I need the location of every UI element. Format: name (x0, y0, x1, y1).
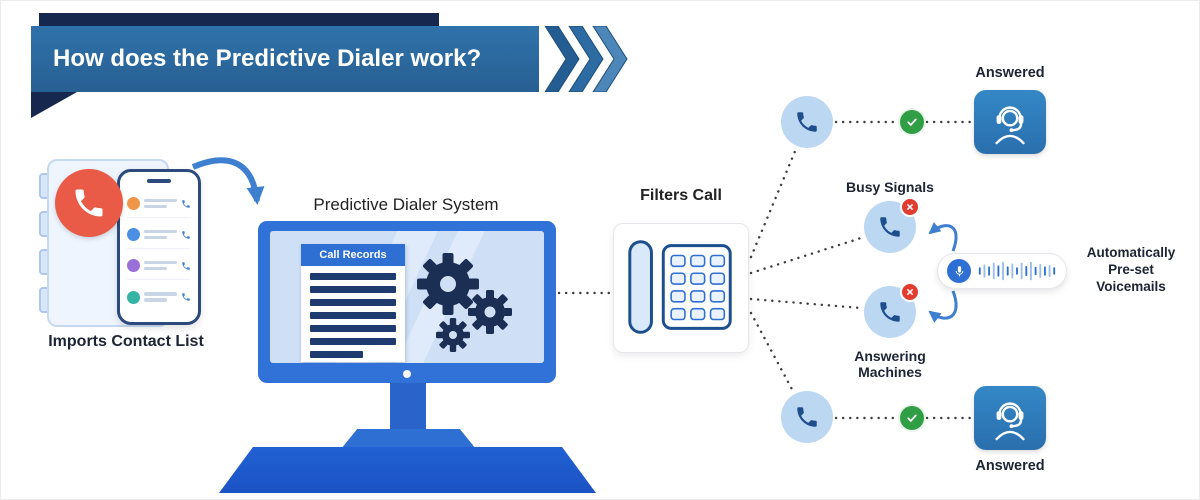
agent-box-top (974, 90, 1046, 154)
desk-phone-icon (628, 240, 732, 334)
predictive-dialer-system-label: Predictive Dialer System (313, 195, 499, 214)
smartphone-icon (117, 169, 201, 325)
contact-lines (144, 196, 177, 211)
phone-icon (182, 230, 190, 239)
monitor-screen: Call Records (270, 231, 544, 363)
phone-speaker (147, 179, 171, 183)
call-records-title: Call Records (301, 244, 405, 266)
gear-icon (468, 290, 512, 334)
phone-icon (182, 261, 190, 270)
avatar (127, 290, 140, 304)
contact-row (127, 190, 191, 218)
answering-machines-label: Answering Machines (854, 348, 926, 380)
answered-label-bottom: Answered (975, 458, 1045, 474)
monitor: Call Records (258, 221, 556, 383)
avatar (127, 197, 140, 210)
desk-platform (219, 447, 596, 493)
answered-label-top: Answered (975, 65, 1045, 81)
phone-node-answered-top (781, 96, 833, 148)
contact-lines (144, 258, 177, 273)
avatar (127, 228, 140, 241)
success-check-bottom (900, 406, 924, 430)
phone-icon (182, 293, 190, 301)
voicemail-label-line2: Pre-set (1108, 262, 1154, 277)
voicemail-label-line3: Voicemails (1096, 279, 1166, 294)
mic-badge (947, 259, 971, 283)
monitor-base (341, 429, 476, 449)
imports-contact-list-label: Imports Contact List (48, 333, 204, 350)
mic-icon (955, 265, 963, 276)
phone-icon (880, 302, 900, 322)
phone-icon (75, 189, 103, 217)
busy-signals-label: Busy Signals (846, 179, 934, 195)
check-icon (907, 118, 917, 126)
monitor-stand (390, 383, 426, 431)
x-icon (907, 204, 913, 210)
phone-icon (797, 112, 817, 132)
contact-phone-badge (55, 169, 123, 237)
title-banner-fold (31, 92, 77, 118)
contact-lines (144, 227, 177, 242)
phone-icon (880, 217, 900, 237)
waveform-icon (978, 261, 1056, 281)
voicemail-label: Automatically Pre-set Voicemails (1073, 244, 1189, 295)
phone-node-answered-bottom (781, 391, 833, 443)
call-records-document: Call Records (301, 244, 405, 362)
contact-book-icon (39, 153, 209, 333)
filters-call-label: Filters Call (640, 187, 722, 204)
document-lines (301, 266, 405, 363)
desk-phone-card (613, 223, 749, 353)
phone-node-busy-signals (864, 197, 920, 253)
check-icon (907, 414, 917, 422)
agent-headset-icon (995, 402, 1025, 441)
phone-node-answering-machines (864, 282, 920, 338)
chevron-arrows-icon (545, 26, 628, 92)
phone-icon (182, 199, 190, 208)
gear-icon (436, 318, 470, 352)
avatar (127, 259, 140, 272)
success-check-top (900, 110, 924, 134)
phone-icon (797, 407, 817, 427)
monitor-button (403, 370, 411, 378)
error-badge (900, 197, 920, 217)
gear-icon (417, 253, 479, 315)
voicemail-pill (937, 253, 1067, 289)
x-icon (907, 289, 913, 295)
title-banner: How does the Predictive Dialer work? (31, 26, 539, 92)
page-title: How does the Predictive Dialer work? (53, 45, 482, 72)
voicemail-label-line1: Automatically (1086, 245, 1176, 260)
error-badge (900, 282, 920, 302)
contact-lines (144, 290, 177, 305)
contact-row (127, 252, 191, 280)
agent-box-bottom (974, 386, 1046, 450)
contact-row (127, 283, 191, 311)
contact-row (127, 221, 191, 249)
agent-headset-icon (995, 106, 1025, 145)
gears-icon (417, 253, 512, 352)
